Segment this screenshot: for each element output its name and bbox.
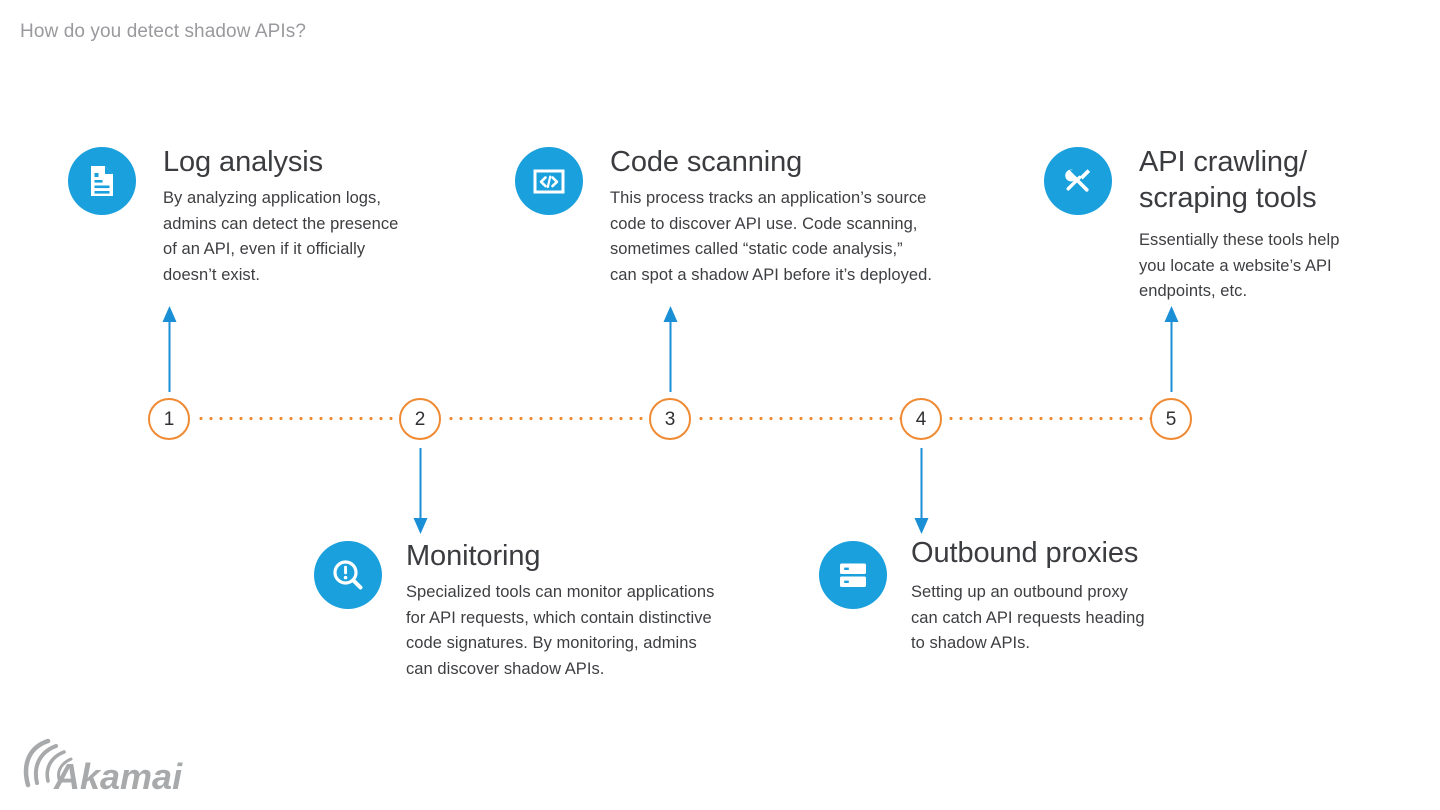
step-description: Essentially these tools help you locate …: [1139, 231, 1340, 300]
step-card-body: Outbound proxies Setting up an outbound …: [911, 535, 1219, 657]
server-rack-icon: [819, 541, 887, 609]
tools-icon: [1044, 147, 1112, 215]
document-icon: [68, 147, 136, 215]
timeline-connector-2-3: [446, 417, 652, 420]
arrow-up-step-1: [162, 306, 177, 392]
timeline: 1 2 3 4 5: [0, 398, 1440, 440]
timeline-node-5-label: 5: [1165, 408, 1177, 430]
step-title: Log analysis: [163, 146, 324, 178]
timeline-connector-3-4: [696, 417, 902, 420]
timeline-node-4[interactable]: 4: [900, 398, 942, 440]
akamai-wordmark: Akamai: [53, 756, 183, 797]
step-card-body: API crawling/ scraping tools Essentially…: [1139, 144, 1424, 305]
arrow-up-step-3: [663, 306, 678, 392]
step-title: Code scanning: [610, 146, 803, 178]
step-title: Outbound proxies: [911, 537, 1139, 569]
timeline-node-4-label: 4: [915, 408, 927, 430]
step-description: Specialized tools can monitor applicatio…: [406, 583, 715, 678]
arrow-down-step-2: [413, 448, 428, 534]
magnifier-alert-icon: [314, 541, 382, 609]
step-description: Setting up an outbound proxy can catch A…: [911, 583, 1145, 652]
step-title: API crawling/ scraping tools: [1139, 146, 1317, 214]
step-card-body: Monitoring Specialized tools can monitor…: [406, 538, 784, 682]
timeline-connector-4-5: [946, 417, 1152, 420]
timeline-connector-1-2: [196, 417, 402, 420]
code-window-icon: [515, 147, 583, 215]
arrow-up-step-5: [1164, 306, 1179, 392]
akamai-logo: Akamai: [18, 735, 208, 797]
timeline-node-1-label: 1: [163, 408, 175, 430]
timeline-node-3[interactable]: 3: [649, 398, 691, 440]
timeline-node-1[interactable]: 1: [148, 398, 190, 440]
arrow-down-step-4: [914, 448, 929, 534]
page-title: How do you detect shadow APIs?: [20, 21, 307, 42]
timeline-node-2-label: 2: [414, 408, 426, 430]
timeline-node-3-label: 3: [664, 408, 676, 430]
timeline-node-2[interactable]: 2: [399, 398, 441, 440]
step-description: By analyzing application logs, admins ca…: [163, 189, 399, 284]
step-title: Monitoring: [406, 540, 541, 572]
timeline-node-5[interactable]: 5: [1150, 398, 1192, 440]
step-description: This process tracks an application’s sou…: [610, 189, 932, 284]
step-card-body: Code scanning This process tracks an app…: [610, 144, 985, 288]
step-card-body: Log analysis By analyzing application lo…: [163, 144, 448, 288]
